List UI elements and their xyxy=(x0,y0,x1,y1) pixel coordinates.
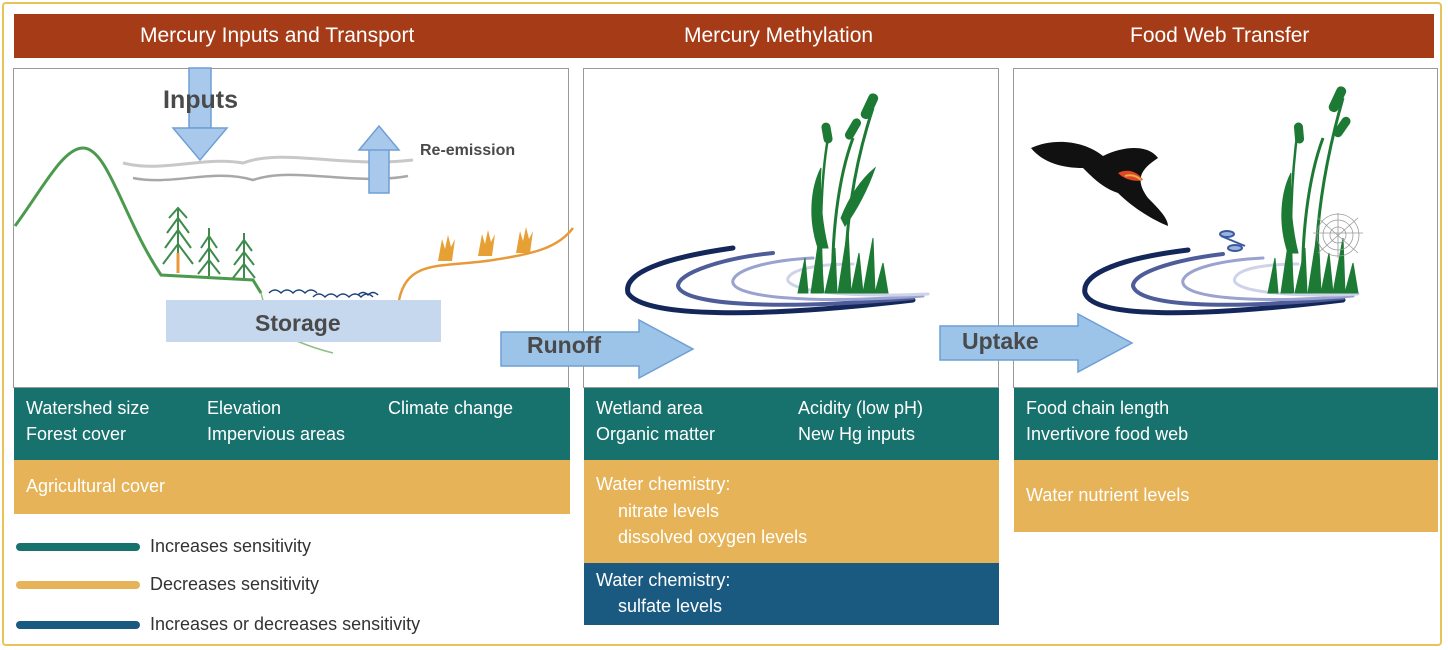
cloud-icon xyxy=(122,155,414,182)
factor-item: nitrate levels xyxy=(618,501,720,521)
uptake-arrow xyxy=(939,312,1134,374)
legend-label-either: Increases or decreases sensitivity xyxy=(150,614,421,634)
panel1-decreases-band: Agricultural cover xyxy=(14,460,570,514)
header-title-inputs-transport: Mercury Inputs and Transport xyxy=(140,24,415,47)
factor-item: Food chain length xyxy=(1026,398,1170,418)
factor-item: Climate change xyxy=(388,398,514,418)
factor-item: Agricultural cover xyxy=(26,476,166,496)
header-title-methylation: Mercury Methylation xyxy=(684,24,874,47)
grain-icon xyxy=(438,227,533,261)
mountain-icon xyxy=(13,146,263,294)
farmland-line xyxy=(397,227,574,301)
arrow-right-icon xyxy=(939,312,1134,374)
factor-item: Water chemistry: xyxy=(596,474,731,494)
legend-label-increases: Increases sensitivity xyxy=(150,536,312,556)
factor-item: Wetland area xyxy=(596,398,703,418)
factor-item: Water nutrient levels xyxy=(1026,485,1190,505)
factor-item: Forest cover xyxy=(26,424,127,444)
factor-item: Water chemistry: xyxy=(596,570,731,590)
factor-item: Impervious areas xyxy=(207,424,346,444)
cattail-icon xyxy=(797,93,889,294)
factor-item: dissolved oxygen levels xyxy=(618,527,808,547)
panel-food-web-illustration xyxy=(1031,86,1363,316)
water-icon xyxy=(268,289,379,299)
factor-item: Invertivore food web xyxy=(1026,424,1189,444)
arrow-right-icon xyxy=(500,318,695,380)
uptake-label: Uptake xyxy=(962,328,1039,354)
legend-swatch-decreases xyxy=(16,581,140,589)
tree-icon xyxy=(162,206,256,279)
water-storage-block xyxy=(166,300,441,342)
factor-item: Organic matter xyxy=(596,424,716,444)
arrow-down-icon xyxy=(171,67,229,162)
inputs-label: Inputs xyxy=(163,86,238,114)
bird-icon xyxy=(1031,141,1168,226)
legend-swatch-increases xyxy=(16,543,140,551)
legend-swatch-either xyxy=(16,621,140,629)
panel-inputs-illustration xyxy=(13,67,574,354)
runoff-label: Runoff xyxy=(527,332,602,358)
panel1-increases-band: Watershed size Forest cover Elevation Im… xyxy=(14,388,570,460)
runoff-arrow xyxy=(500,318,695,380)
legend-label-decreases: Decreases sensitivity xyxy=(150,574,320,594)
factor-item: Watershed size xyxy=(26,398,150,418)
spiderweb-icon xyxy=(1313,213,1363,258)
header-bar: Mercury Inputs and Transport Mercury Met… xyxy=(14,14,1434,58)
cattail-icon xyxy=(1267,86,1359,294)
dragonfly-icon xyxy=(1219,230,1246,252)
panel3-decreases-band: Water nutrient levels xyxy=(1014,460,1438,532)
factor-item: New Hg inputs xyxy=(798,424,916,444)
factor-item: sulfate levels xyxy=(618,596,723,616)
panel3-increases-band: Food chain length Invertivore food web xyxy=(1014,388,1438,460)
factor-item: Acidity (low pH) xyxy=(798,398,924,418)
arrow-up-icon xyxy=(357,124,401,194)
panel2-decreases-band: Water chemistry: nitrate levels dissolve… xyxy=(584,460,999,563)
panel2-increases-band: Wetland area Organic matter Acidity (low… xyxy=(584,388,999,460)
panel2-either-band: Water chemistry: sulfate levels xyxy=(584,563,999,625)
water-ripples xyxy=(1082,247,1360,316)
panel-methylation-illustration xyxy=(625,93,930,316)
storage-label: Storage xyxy=(255,310,341,336)
reemission-label: Re-emission xyxy=(420,142,516,159)
factor-item: Elevation xyxy=(207,398,282,418)
header-title-food-web: Food Web Transfer xyxy=(1130,24,1310,47)
